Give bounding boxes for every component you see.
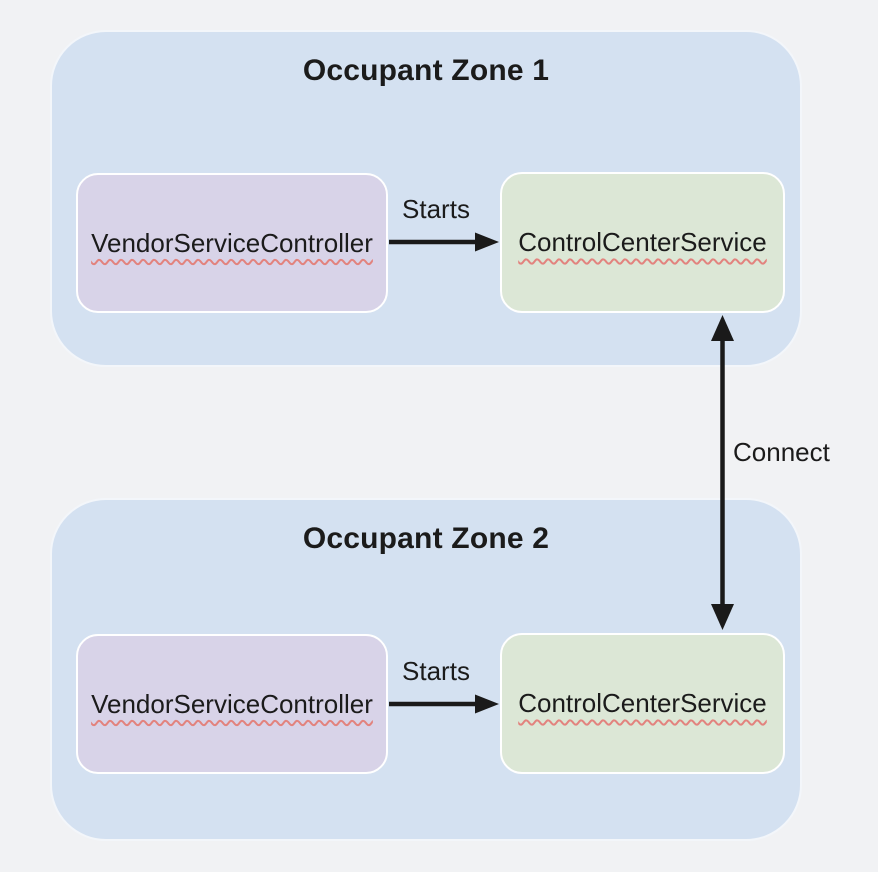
vendor-service-controller-label-zone1: VendorServiceController: [91, 227, 373, 258]
control-center-service-label-zone1: ControlCenterService: [518, 227, 767, 257]
vendor-service-controller-node-zone2: VendorServiceController: [76, 634, 388, 774]
occupant-zone-1-title: Occupant Zone 1: [302, 54, 550, 87]
vendor-service-controller-node-zone1: VendorServiceController: [76, 173, 388, 313]
starts-edge-label-zone2: Starts: [402, 656, 470, 686]
connect-edge-label: Connect: [733, 437, 830, 467]
vendor-service-controller-label-zone2: VendorServiceController: [91, 688, 373, 719]
control-center-service-node-zone2: ControlCenterService: [500, 633, 785, 774]
control-center-service-label-zone2: ControlCenterService: [518, 688, 767, 718]
control-center-service-node-zone1: ControlCenterService: [500, 172, 785, 313]
starts-edge-label-zone1: Starts: [402, 194, 470, 224]
occupant-zone-2-title: Occupant Zone 2: [302, 522, 550, 555]
